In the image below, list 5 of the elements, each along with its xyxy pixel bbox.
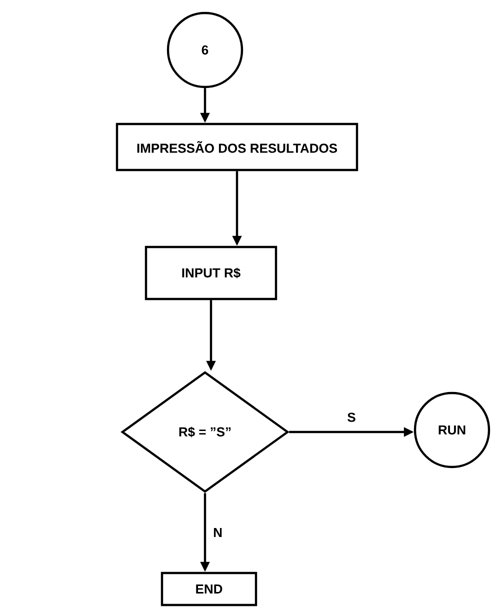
process-box: INPUT R$ <box>144 246 278 300</box>
process-box: IMPRESSÃO DOS RESULTADOS <box>116 122 358 172</box>
edge-label: S <box>346 412 357 423</box>
edge-label: N <box>212 527 224 538</box>
terminal-box: END <box>160 572 258 606</box>
